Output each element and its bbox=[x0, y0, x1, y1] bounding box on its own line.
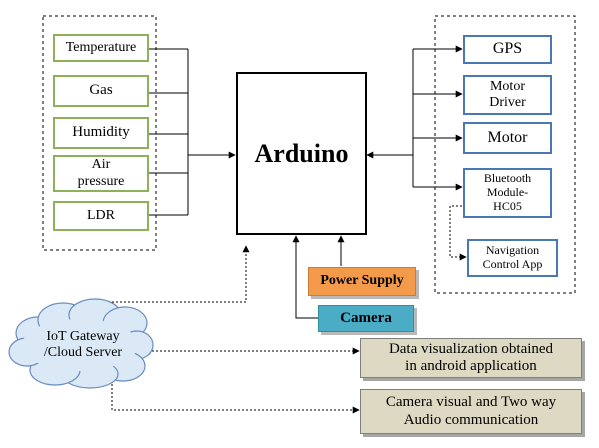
output-bus bbox=[366, 45, 463, 191]
camera: Camera bbox=[318, 305, 414, 332]
navigation-control-app: Navigation Control App bbox=[467, 239, 558, 277]
power-supply: Power Supply bbox=[308, 267, 416, 296]
bluetooth-nav-link bbox=[449, 205, 467, 261]
motor: Motor bbox=[463, 122, 552, 154]
data-visualization-app: Data visualization obtained in android a… bbox=[360, 338, 582, 378]
iot-gateway-cloud: IoT Gateway /Cloud Server bbox=[43, 328, 123, 360]
sensor-bus bbox=[149, 48, 236, 216]
air-pressure-sensor: Air pressure bbox=[53, 155, 149, 192]
ldr-sensor: LDR bbox=[53, 201, 149, 231]
motor-driver: Motor Driver bbox=[463, 75, 552, 115]
sensor-group-frame bbox=[42, 15, 157, 251]
humidity-sensor: Humidity bbox=[53, 117, 149, 149]
output-group-frame bbox=[434, 15, 576, 294]
temperature-sensor: Temperature bbox=[53, 34, 149, 62]
gas-sensor: Gas bbox=[53, 75, 149, 107]
bluetooth-module: Bluetooth Module- HC05 bbox=[463, 168, 552, 218]
gps-module: GPS bbox=[463, 35, 552, 64]
arduino-block: Arduino bbox=[236, 72, 367, 235]
cloud-app2-link bbox=[111, 372, 360, 414]
camera-link bbox=[292, 235, 318, 319]
camera-audio-communication: Camera visual and Two way Audio communic… bbox=[360, 389, 582, 434]
